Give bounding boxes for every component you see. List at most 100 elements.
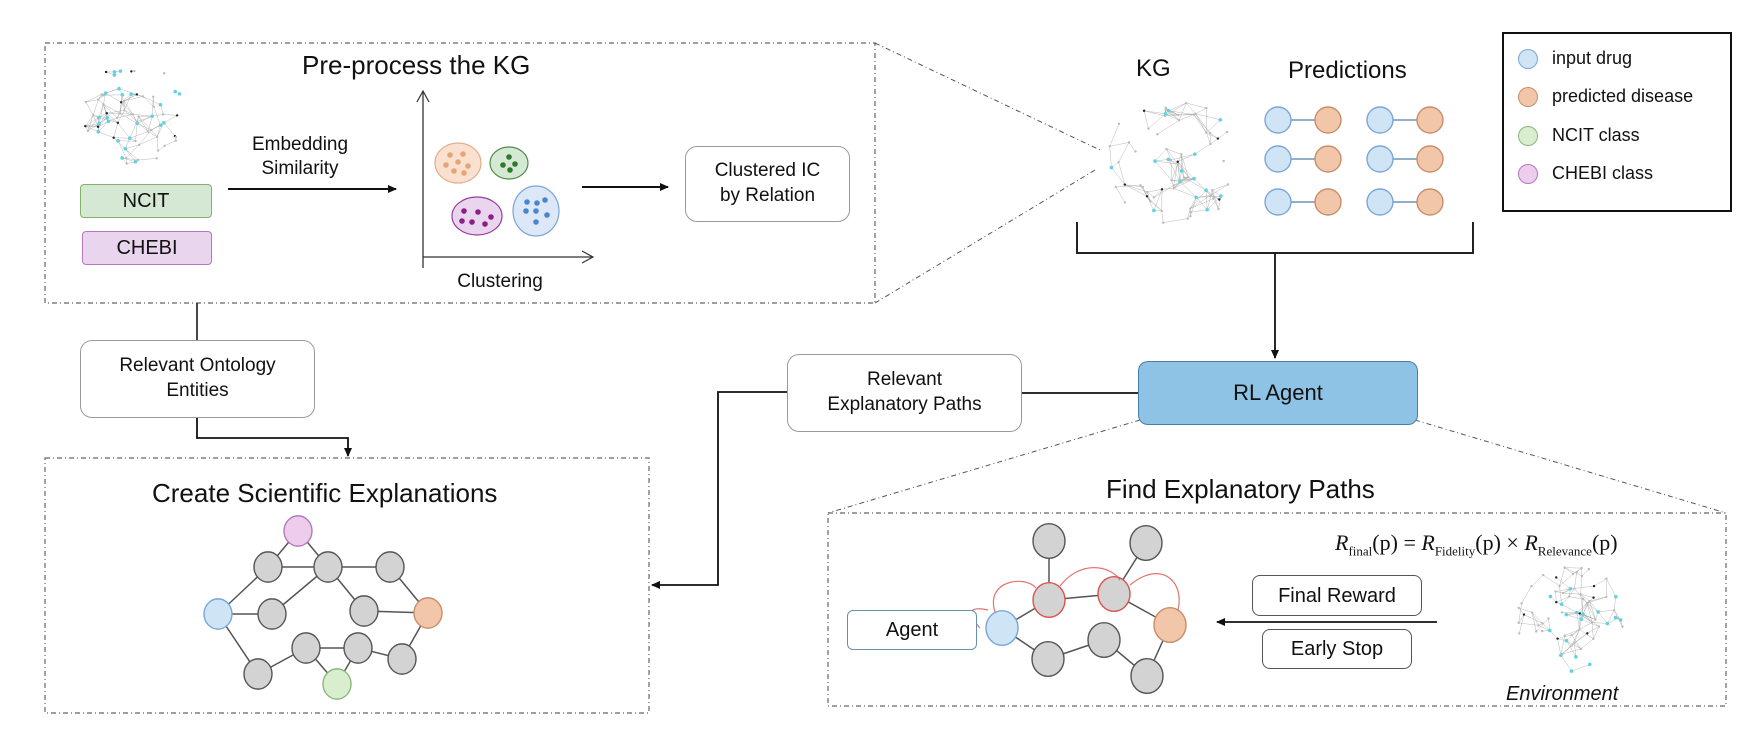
kg-edge <box>1186 102 1196 114</box>
kg-edge <box>1163 218 1188 223</box>
graph-node <box>1032 582 1066 618</box>
kg-edge <box>1109 146 1112 168</box>
cluster-point <box>512 161 518 167</box>
kg-node <box>1569 669 1574 673</box>
cluster-point <box>461 208 467 214</box>
kg-node <box>175 114 179 117</box>
kg-edge <box>1559 585 1562 605</box>
kg-node <box>1559 602 1564 607</box>
kg-node <box>1605 621 1610 626</box>
rl-guide-left <box>827 419 1141 514</box>
kg-node <box>141 95 145 98</box>
kg-edge <box>1115 186 1126 203</box>
kg-node <box>1192 176 1196 181</box>
kg-edge <box>1207 195 1222 210</box>
kg-edge <box>1154 148 1167 162</box>
kg-edge <box>1177 161 1195 179</box>
kg-node <box>1212 197 1215 200</box>
predicted-disease-node <box>1314 188 1342 216</box>
kg-edge <box>137 158 157 161</box>
kg-node <box>1193 152 1197 156</box>
kg-edge <box>1118 142 1130 163</box>
kg-edge <box>1161 210 1164 223</box>
kg-edge <box>1574 629 1580 643</box>
cluster-point <box>443 162 449 168</box>
kg-node <box>1547 617 1550 620</box>
explanatory-path-graph <box>970 523 1187 694</box>
relevant-explanatory-paths-box: Relevant Explanatory Paths <box>787 354 1022 432</box>
kg-node <box>1556 637 1559 640</box>
predicted-disease-swatch-icon <box>1518 86 1538 107</box>
kg-node <box>1134 150 1137 153</box>
kg-edge <box>1153 189 1163 211</box>
kg-node <box>135 120 139 123</box>
kg-node <box>134 139 137 143</box>
kg-node <box>1563 634 1567 637</box>
input-drug-node <box>1366 188 1394 216</box>
cluster-point <box>482 221 488 227</box>
kg-node <box>137 143 141 147</box>
kg-node <box>1188 207 1192 210</box>
cluster-green <box>489 146 529 180</box>
legend-item-predicted-disease: predicted disease <box>1518 86 1693 107</box>
cluster-point <box>544 212 550 218</box>
kg-edge <box>1571 629 1580 646</box>
kg-node <box>125 162 128 165</box>
kg-edge <box>137 115 153 124</box>
kg-node <box>1179 169 1184 173</box>
kg-node <box>1182 176 1186 179</box>
cluster-point <box>524 199 530 205</box>
legend-label: input drug <box>1552 48 1633 68</box>
kg-edge <box>1118 162 1126 185</box>
kg-edge <box>147 116 153 132</box>
kg-node <box>1588 599 1591 603</box>
cluster-plot <box>434 142 560 237</box>
chebi-class-swatch-icon <box>1518 163 1538 184</box>
drug-node <box>203 598 233 630</box>
kg-node <box>1185 101 1188 105</box>
reward-formula: Rfinal(p) = RFidelity(p) × RRelevance(p) <box>1335 530 1618 559</box>
kg-node <box>136 158 140 162</box>
kg-edge <box>1589 600 1596 620</box>
kg-node <box>1160 188 1164 191</box>
cluster-point <box>534 200 540 206</box>
kg-edge <box>1205 190 1208 210</box>
kg-node <box>1211 188 1214 192</box>
kg-node <box>1520 602 1523 605</box>
kg-edge <box>1574 633 1588 643</box>
kg-node <box>97 121 101 126</box>
kg-edge <box>153 106 161 126</box>
kg-node <box>129 92 133 96</box>
kg-node <box>1142 109 1146 112</box>
kg-edge <box>125 148 136 162</box>
kg-edge <box>120 113 138 124</box>
kg-edge <box>1166 148 1179 165</box>
kg-node <box>1178 179 1182 184</box>
kg-edge <box>1586 602 1599 613</box>
kg-bracket <box>1076 222 1474 254</box>
kg-edge <box>85 117 99 127</box>
predicted-disease-node <box>1416 145 1444 173</box>
kg-edge <box>105 92 122 103</box>
cluster-point <box>500 162 506 168</box>
kg-edge <box>125 138 130 149</box>
kg-edge <box>1173 161 1178 186</box>
kg-edge <box>1153 185 1174 198</box>
kg-node <box>1165 147 1168 151</box>
cluster-point <box>465 163 471 169</box>
kg-edge <box>85 123 100 127</box>
kg-edge <box>132 114 153 117</box>
predictions-title: Predictions <box>1288 57 1407 84</box>
graph-node <box>1032 523 1066 559</box>
graph-node <box>257 598 287 630</box>
kg-node <box>1189 214 1192 218</box>
kg-node <box>1123 201 1127 204</box>
kg-node <box>177 92 182 96</box>
kg-edge <box>1607 618 1619 624</box>
kg-edge <box>113 122 119 138</box>
kg-node <box>1517 621 1520 625</box>
kg-edge <box>1181 154 1185 178</box>
kg-edge <box>1165 113 1180 121</box>
input-drug-swatch-icon <box>1518 48 1538 69</box>
kg-edge <box>1548 618 1551 631</box>
